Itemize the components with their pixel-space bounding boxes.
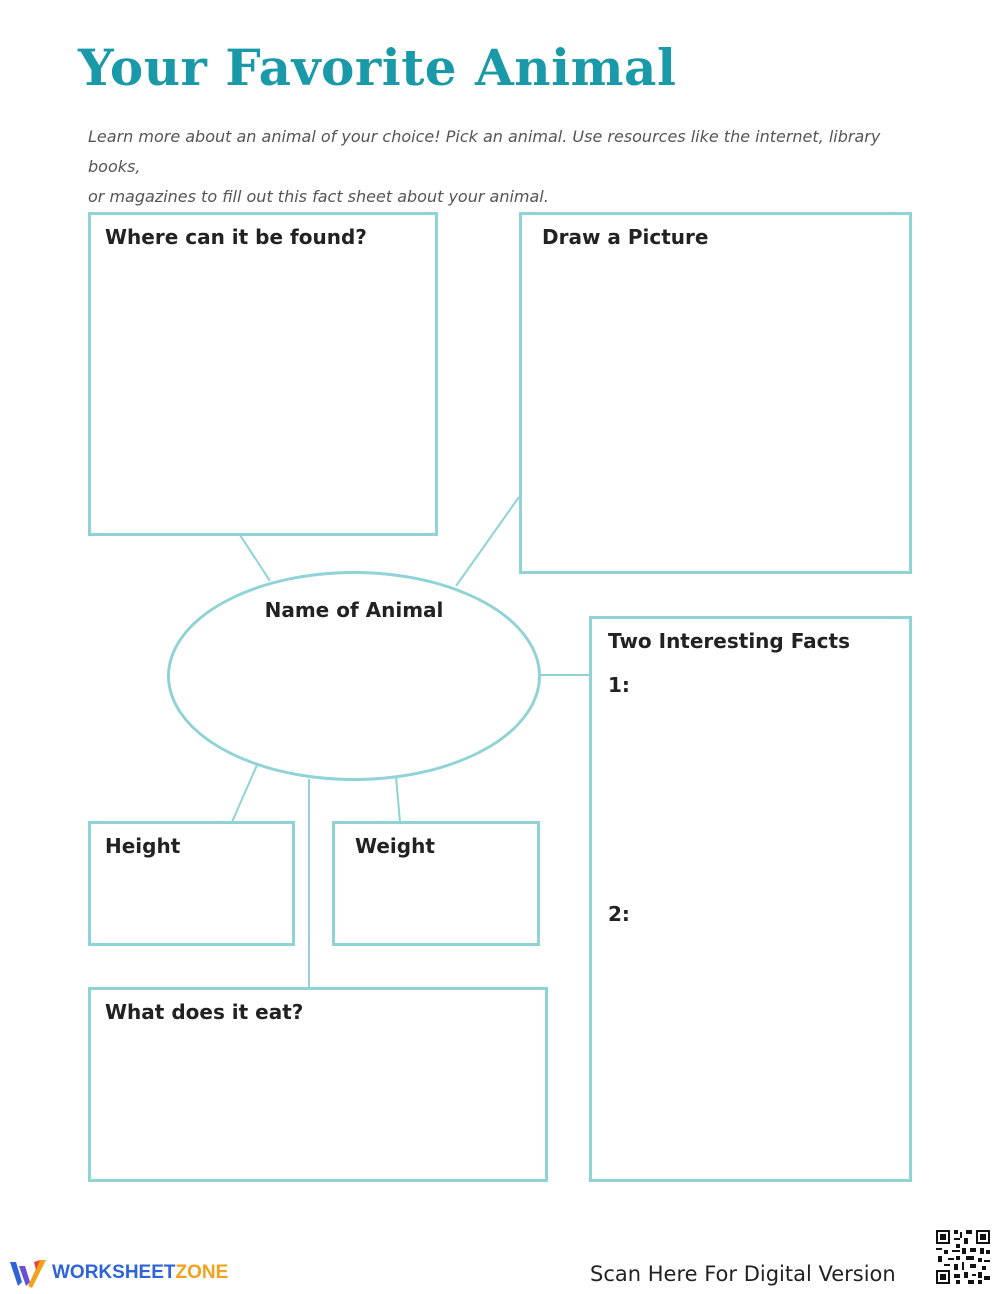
facts-box[interactable]: Two Interesting Facts 1: 2: <box>589 616 912 1182</box>
connector-weight <box>395 776 401 823</box>
intro-line-1: Learn more about an animal of your choic… <box>88 127 881 176</box>
draw-picture-box[interactable]: Draw a Picture <box>519 212 912 574</box>
intro-text: Learn more about an animal of your choic… <box>88 122 888 212</box>
qr-code-icon[interactable] <box>934 1228 992 1286</box>
weight-label: Weight <box>355 834 435 858</box>
fact-1-label: 1: <box>608 673 630 697</box>
where-found-label: Where can it be found? <box>105 225 367 249</box>
scan-text: Scan Here For Digital Version <box>590 1262 896 1286</box>
worksheetzone-logo[interactable]: WORKSHEETZONE <box>10 1258 228 1288</box>
draw-picture-label: Draw a Picture <box>542 225 709 249</box>
weight-box[interactable]: Weight <box>332 821 540 946</box>
fact-2-label: 2: <box>608 902 630 926</box>
where-found-box[interactable]: Where can it be found? <box>88 212 438 536</box>
facts-title: Two Interesting Facts <box>608 629 851 653</box>
brand-part-2: ZONE <box>175 1262 229 1283</box>
height-label: Height <box>105 834 181 858</box>
brand-name: WORKSHEETZONE <box>52 1262 228 1284</box>
connector-height <box>231 764 258 823</box>
connector-draw-picture <box>455 496 520 587</box>
eat-label: What does it eat? <box>105 1000 304 1024</box>
name-of-animal-label: Name of Animal <box>264 598 444 622</box>
connector-where-found <box>239 534 271 582</box>
worksheetzone-logo-icon <box>10 1260 46 1288</box>
brand-part-1: WORKSHEET <box>52 1262 176 1283</box>
intro-line-2: or magazines to fill out this fact sheet… <box>88 187 549 206</box>
height-box[interactable]: Height <box>88 821 295 946</box>
page-title: Your Favorite Animal <box>78 38 677 97</box>
name-of-animal-oval[interactable]: Name of Animal <box>167 571 541 781</box>
eat-box[interactable]: What does it eat? <box>88 987 548 1182</box>
